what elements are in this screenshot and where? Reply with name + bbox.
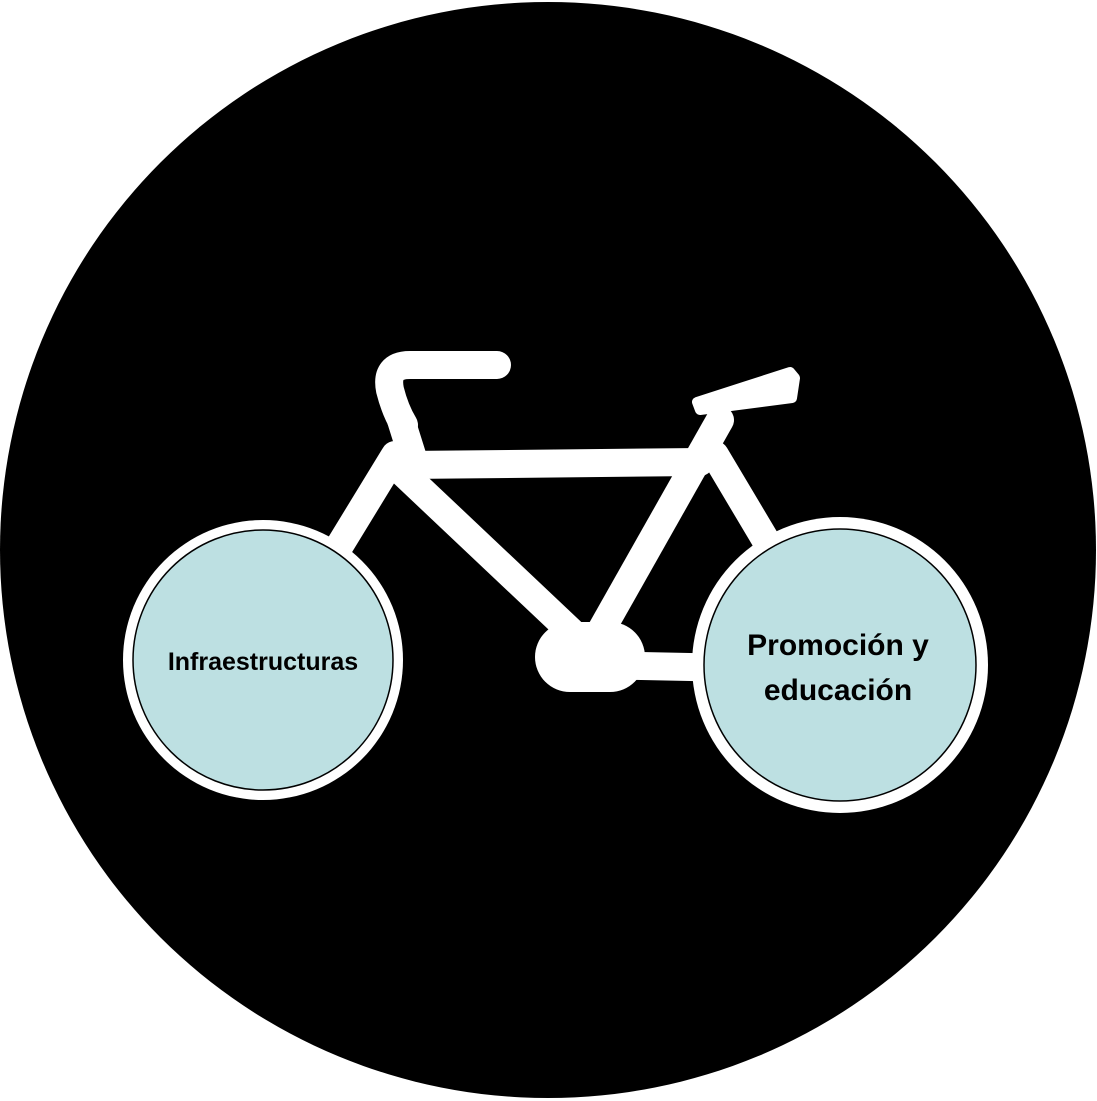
- right-wheel-label-line-1: Promoción y: [747, 629, 929, 662]
- seat-tube: [576, 406, 734, 664]
- right-wheel-label-line-2: educación: [764, 674, 912, 707]
- saddle: [692, 367, 800, 415]
- right-wheel-circle: [703, 528, 977, 802]
- bottom-bracket: [535, 622, 645, 692]
- right-wheel: Promoción y educación: [692, 517, 988, 813]
- left-wheel-label: Infraestructuras: [168, 648, 358, 676]
- handlebar: [375, 351, 511, 439]
- left-wheel: Infraestructuras: [123, 520, 403, 800]
- top-tube: [391, 448, 714, 479]
- down-tube: [386, 456, 594, 654]
- left-wheel-circle: [132, 529, 394, 791]
